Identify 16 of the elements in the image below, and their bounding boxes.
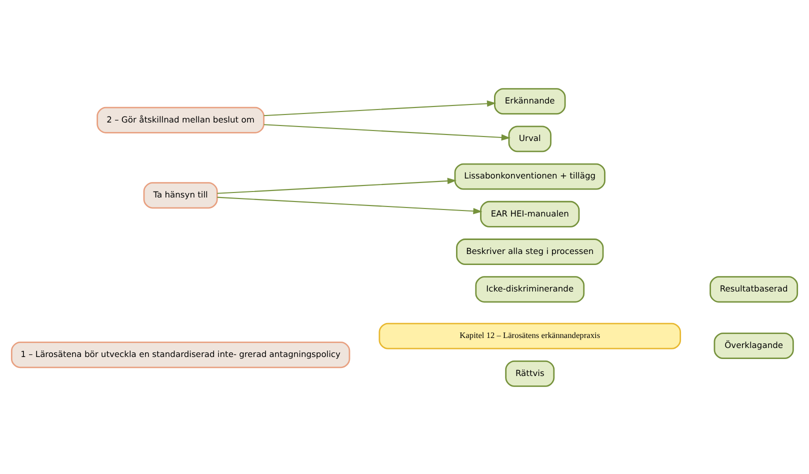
arrow: [264, 124, 510, 140]
node-box: EAR HEI-manualen: [480, 200, 580, 227]
node-box: Överklagande: [714, 332, 794, 359]
node-box: Rättvis: [505, 360, 555, 386]
node-box: Icke-diskriminerande: [475, 276, 585, 302]
arrow: [217, 196, 482, 214]
node-box: 1 – Lärosätena bör utveckla en standardiserad inte- grerad antagningspolicy: [10, 341, 350, 368]
node-box: Lissabonkonventionen + tillägg: [454, 162, 606, 190]
arrow: [264, 100, 496, 116]
node-box: Urval: [508, 125, 552, 152]
node-box: Beskriver alla steg i processen: [456, 238, 604, 265]
node-box: Ta hänsyn till: [143, 182, 218, 208]
node-box: Erkännande: [494, 88, 566, 114]
node-box: Resultatbaserad: [710, 276, 798, 302]
node-box: 2 – Gör åtskillnad mellan beslut om: [96, 106, 264, 133]
arrow: [217, 177, 456, 194]
